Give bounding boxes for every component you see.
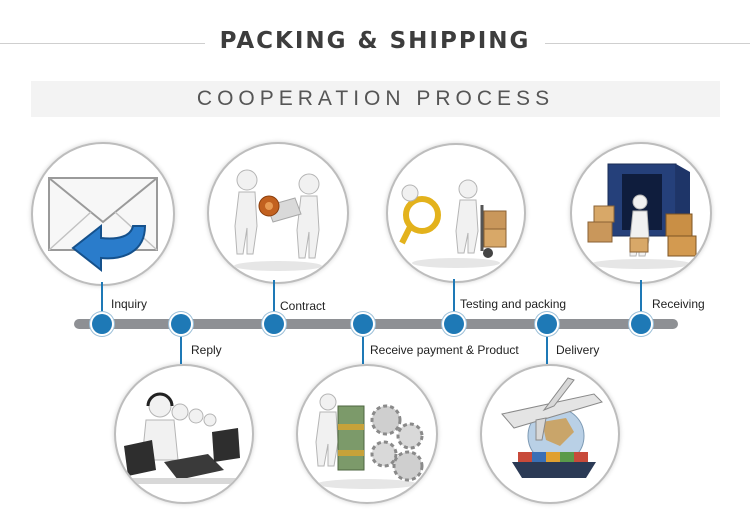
call-center-icon xyxy=(114,364,254,504)
step-label-contract: Contract xyxy=(280,299,325,313)
timeline-dot-payment xyxy=(353,314,373,334)
step-label-inquiry: Inquiry xyxy=(111,297,147,311)
connector-delivery xyxy=(546,330,548,364)
connector-payment xyxy=(362,330,364,364)
connector-testing xyxy=(453,279,455,318)
money-gears-icon xyxy=(296,364,438,504)
subtitle-band: COOPERATION PROCESS xyxy=(31,81,720,117)
connector-receiving xyxy=(640,280,642,318)
inspection-packing-icon xyxy=(386,143,526,283)
envelope-reply-icon xyxy=(31,142,175,286)
page-title: PACKING & SHIPPING xyxy=(0,28,750,54)
timeline-bar xyxy=(74,319,678,329)
step-label-receiving: Receiving xyxy=(652,297,705,311)
step-label-delivery: Delivery xyxy=(556,343,599,357)
step-label-reply: Reply xyxy=(191,343,222,357)
container-boxes-icon xyxy=(570,142,712,284)
connector-contract xyxy=(273,280,275,318)
contract-stamp-icon xyxy=(207,142,349,284)
timeline-dot-contract xyxy=(264,314,284,334)
timeline-dot-receiving xyxy=(631,314,651,334)
timeline-dot-delivery xyxy=(537,314,557,334)
global-shipping-icon xyxy=(480,364,620,504)
timeline-dot-inquiry xyxy=(92,314,112,334)
timeline-dot-reply xyxy=(171,314,191,334)
connector-inquiry xyxy=(101,282,103,318)
step-label-testing: Testing and packing xyxy=(460,297,566,311)
step-label-payment: Receive payment & Product xyxy=(370,343,519,357)
connector-reply xyxy=(180,330,182,364)
timeline-dot-testing xyxy=(444,314,464,334)
page-subtitle: COOPERATION PROCESS xyxy=(31,87,720,111)
